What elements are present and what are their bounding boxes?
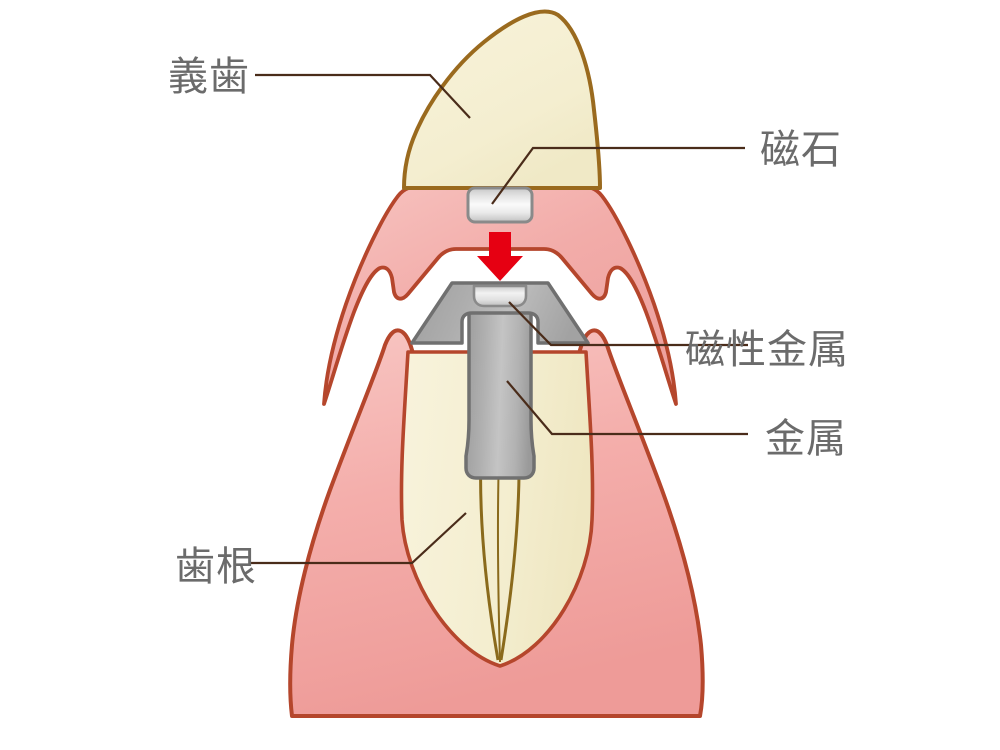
label-magnetic-metal: 磁性金属: [685, 328, 849, 372]
label-magnet: 磁石: [760, 128, 842, 172]
metal-post-shape: [464, 298, 536, 480]
tooth-root-shape: [399, 350, 595, 668]
label-tooth-root: 歯根: [175, 545, 257, 589]
leader-lines: [250, 73, 748, 565]
labels-group: 義歯 磁石 磁性金属 金属 歯根: [168, 55, 849, 589]
label-metal: 金属: [765, 417, 847, 461]
leader-line-metal: [506, 380, 748, 436]
denture-crown-shape: [402, 9, 602, 190]
leader-line-magnet: [491, 146, 745, 205]
leader-line-magnetic-metal: [508, 301, 748, 347]
denture-base-group: [322, 184, 678, 406]
leader-line-tooth-root: [250, 512, 467, 565]
magnet-group: [466, 186, 534, 224]
denture-base-shape: [322, 184, 678, 406]
arrow-down-icon: [477, 232, 523, 281]
denture-crown-group: [402, 9, 602, 190]
magnet-shape: [466, 186, 534, 224]
magnetic-metal-keeper-group: [410, 281, 590, 345]
leader-line-denture: [255, 73, 471, 119]
metal-post-group: [464, 298, 536, 480]
keeper-notch-recess: [472, 284, 528, 308]
insertion-direction-arrow: [477, 232, 523, 281]
magnetic-metal-keeper-shape: [410, 281, 590, 345]
label-denture: 義歯: [168, 55, 250, 99]
